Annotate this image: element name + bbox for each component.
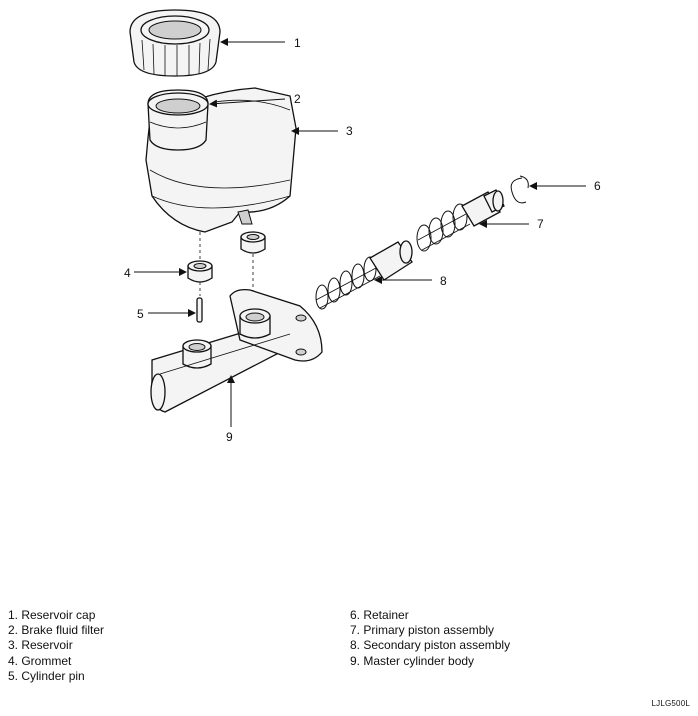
legend-item: 2. Brake fluid filter: [8, 623, 105, 638]
legend-left: 1. Reservoir cap 2. Brake fluid filter 3…: [8, 608, 104, 684]
brake-fluid-filter: [147, 89, 209, 151]
callout-6: 6: [594, 179, 601, 193]
legend-item: 1. Reservoir cap: [8, 608, 96, 622]
legend-item: 7. Primary piston assembly: [350, 623, 495, 638]
legend-item: 3. Reservoir: [8, 638, 73, 653]
primary-piston-assembly: [416, 189, 505, 252]
legend-right: 6. Retainer 7. Primary piston assembly 8…: [350, 608, 510, 669]
callout-4: 4: [124, 266, 131, 280]
callout-8: 8: [440, 274, 447, 288]
reservoir-cap: [129, 9, 221, 77]
figure-code: LJLG500L: [651, 699, 690, 708]
callout-3: 3: [346, 124, 353, 138]
callout-1: 1: [294, 36, 301, 50]
master-cylinder-body: [150, 288, 323, 413]
leader-2: [209, 98, 286, 108]
callout-9: 9: [226, 430, 233, 444]
legend-item: 9. Master cylinder body: [350, 653, 475, 668]
callout-5: 5: [137, 307, 144, 321]
retainer: [510, 175, 529, 204]
legend-item: 8. Secondary piston assembly: [350, 638, 511, 653]
legend-item: 4. Grommet: [8, 653, 72, 668]
cylinder-pin: [196, 297, 203, 323]
callout-2: 2: [294, 92, 301, 106]
legend-item: 6. Retainer: [350, 608, 409, 622]
legend-item: 5. Cylinder pin: [8, 668, 85, 683]
callout-7: 7: [537, 217, 544, 231]
grommet-right: [240, 231, 266, 254]
grommet-left: [187, 260, 213, 283]
exploded-diagram: 1 2 3 4 5 6 7 8 9: [124, 9, 601, 444]
secondary-piston-assembly: [315, 240, 413, 310]
